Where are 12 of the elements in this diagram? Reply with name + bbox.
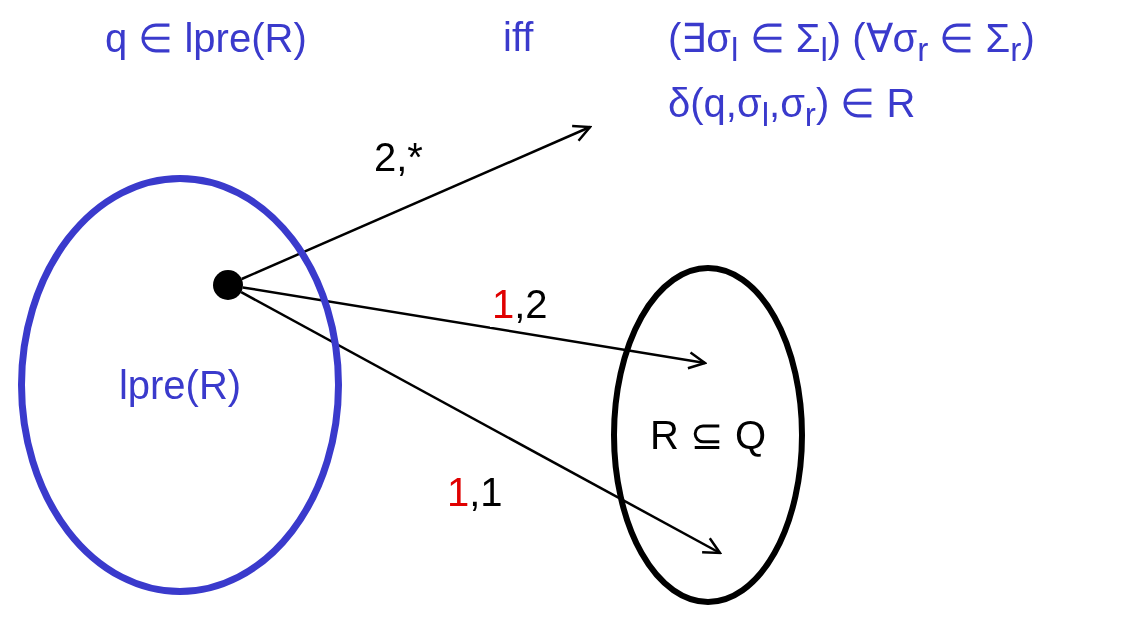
- arrow: [242, 286, 707, 370]
- set-ellipse: [611, 265, 805, 605]
- formula-text: δ(q,σ$_{l}$,σ$_{r}$) ∈ R: [668, 80, 916, 134]
- arrow: [241, 124, 592, 281]
- arrow: [240, 291, 722, 555]
- formula-text: iff: [503, 15, 534, 60]
- set-label: R ⊆ Q: [649, 412, 767, 458]
- state-dot: [213, 270, 243, 300]
- formula-text: (∃σ$_{l}$ ∈ Σ$_{l}$) (∀σ$_{r}$ ∈ Σ$_{r}$): [668, 15, 1035, 69]
- set-ellipse: [18, 175, 342, 595]
- formula-text: q ∈ lpre(R): [105, 15, 307, 61]
- set-label: lpre(R): [118, 362, 242, 408]
